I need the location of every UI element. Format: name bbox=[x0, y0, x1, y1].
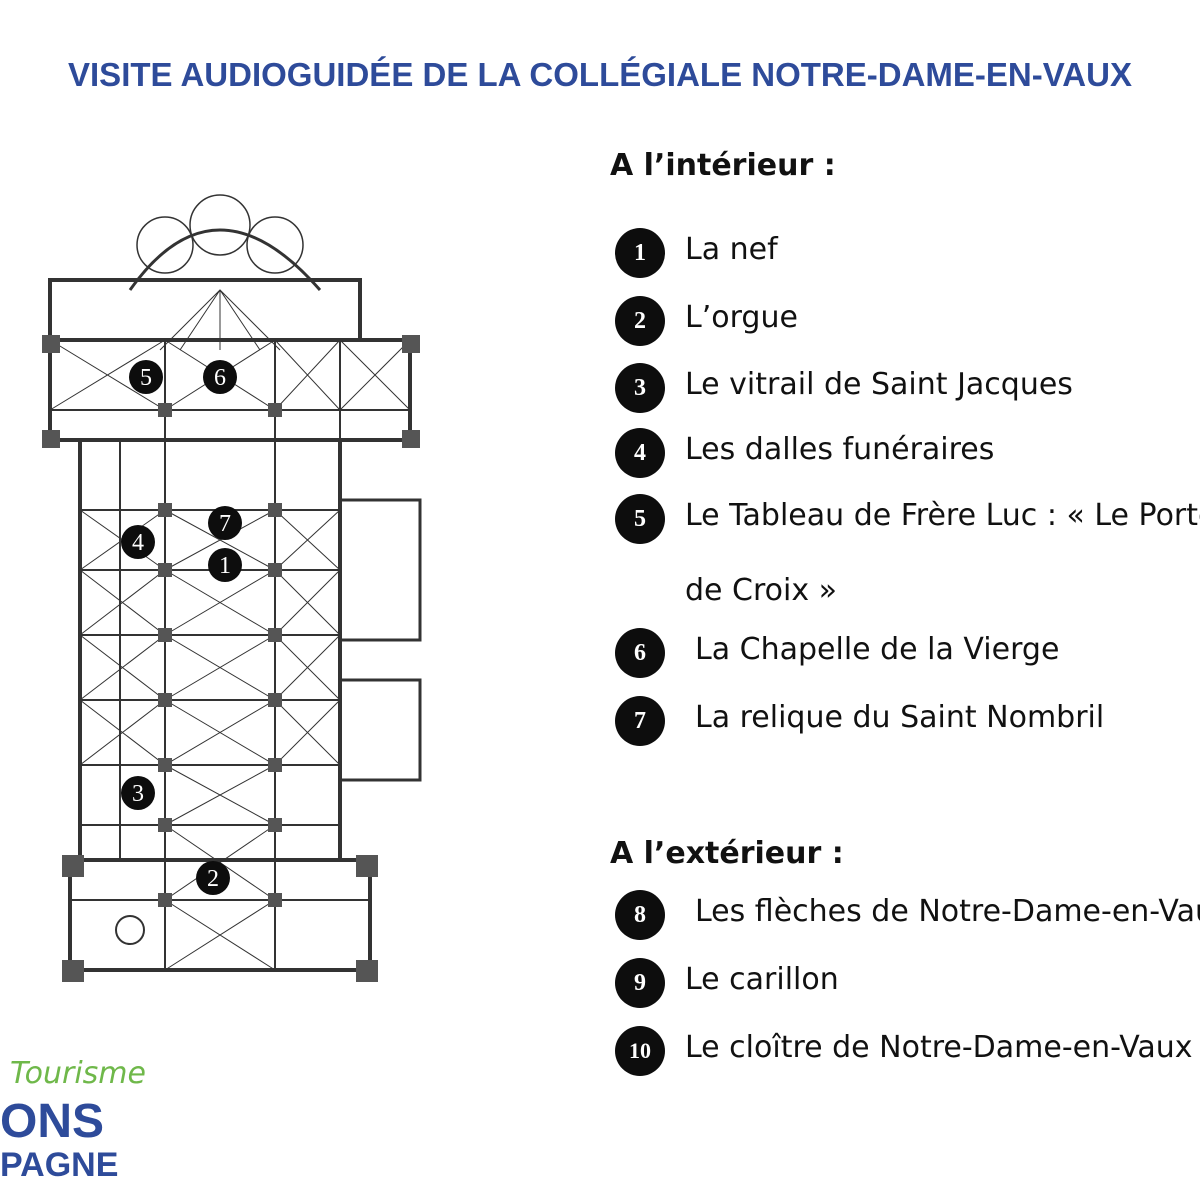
item-label: Les flèches de Notre-Dame-en-Vaux bbox=[695, 894, 1200, 929]
item-5-continuation: de Croix » bbox=[685, 573, 837, 608]
plan-marker-4: 4 bbox=[121, 525, 155, 559]
plan-marker-1: 1 bbox=[208, 548, 242, 582]
item-label: La Chapelle de la Vierge bbox=[695, 632, 1060, 667]
number-badge: 6 bbox=[615, 628, 665, 678]
svg-text:1: 1 bbox=[219, 553, 231, 579]
number-badge: 2 bbox=[615, 296, 665, 346]
exterior-heading: A l’extérieur : bbox=[610, 836, 844, 871]
tourisme-logo: Tourisme ONS PAGNE bbox=[0, 1050, 150, 1190]
item-label: Le vitrail de Saint Jacques bbox=[685, 367, 1073, 402]
page-title: VISITE AUDIOGUIDÉE DE LA COLLÉGIALE NOTR… bbox=[68, 56, 1132, 93]
svg-text:5: 5 bbox=[140, 365, 152, 391]
floor-plan-drawing: 5 6 7 4 1 3 2 bbox=[42, 194, 422, 982]
item-label: L’orgue bbox=[685, 300, 798, 335]
number-badge: 1 bbox=[615, 228, 665, 278]
number-badge: 8 bbox=[615, 890, 665, 940]
item-label: Les dalles funéraires bbox=[685, 432, 995, 467]
item-label: Le carillon bbox=[685, 962, 839, 997]
svg-text:2: 2 bbox=[207, 866, 219, 892]
item-label: La relique du Saint Nombril bbox=[695, 700, 1105, 735]
number-badge: 3 bbox=[615, 363, 665, 413]
svg-text:3: 3 bbox=[132, 781, 144, 807]
svg-text:7: 7 bbox=[219, 511, 231, 537]
number-badge: 4 bbox=[615, 428, 665, 478]
plan-marker-3: 3 bbox=[121, 776, 155, 810]
interior-heading: A l’intérieur : bbox=[610, 148, 836, 183]
svg-text:4: 4 bbox=[132, 530, 144, 556]
church-floor-plan: 5 6 7 4 1 3 2 bbox=[30, 180, 440, 1020]
number-badge: 10 bbox=[615, 1026, 665, 1076]
logo-line-tourisme: Tourisme bbox=[10, 1056, 146, 1091]
item-label: La nef bbox=[685, 232, 778, 267]
item-label: Le cloître de Notre-Dame-en-Vaux bbox=[685, 1030, 1193, 1065]
item-label: Le Tableau de Frère Luc : « Le Porte bbox=[685, 498, 1200, 533]
plan-marker-2: 2 bbox=[196, 861, 230, 895]
logo-line-ons: ONS bbox=[0, 1095, 105, 1148]
number-badge: 7 bbox=[615, 696, 665, 746]
number-badge: 9 bbox=[615, 958, 665, 1008]
svg-text:6: 6 bbox=[214, 365, 226, 391]
logo-line-pagne: PAGNE bbox=[0, 1146, 119, 1184]
plan-marker-6: 6 bbox=[203, 360, 237, 394]
plan-marker-5: 5 bbox=[129, 360, 163, 394]
number-badge: 5 bbox=[615, 494, 665, 544]
plan-marker-7: 7 bbox=[208, 506, 242, 540]
